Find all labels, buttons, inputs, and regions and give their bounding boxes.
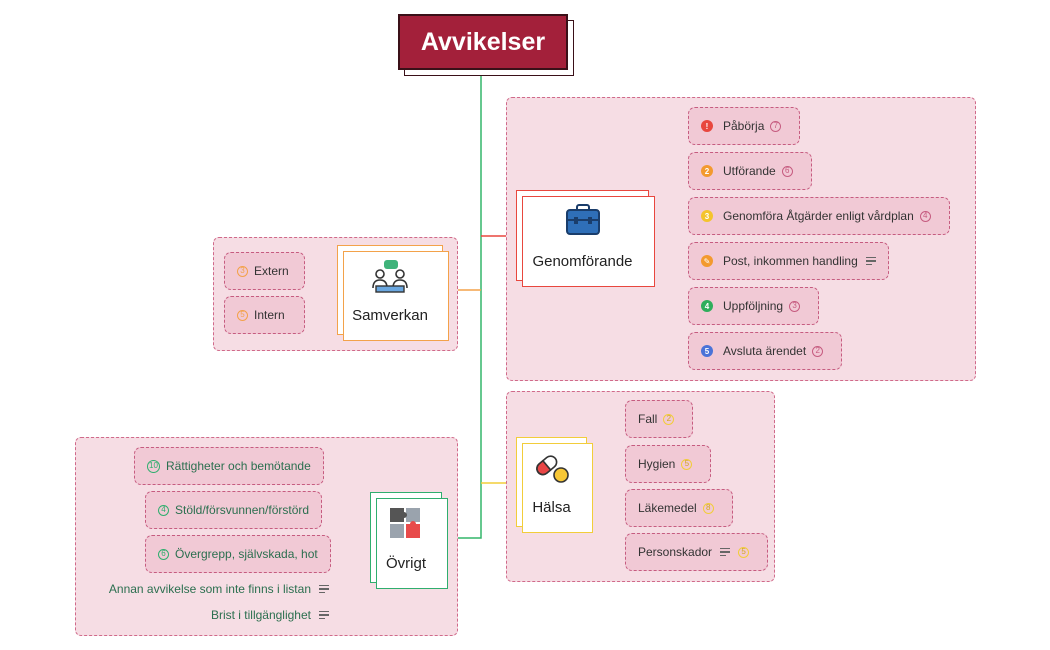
- briefcase-icon: [517, 203, 648, 237]
- subtopic-extern[interactable]: 3 Extern: [224, 252, 305, 290]
- count-badge: 3: [789, 300, 801, 312]
- subtopic-overgrepp[interactable]: 6 Övergrepp, självskada, hot: [145, 535, 331, 573]
- subtopic-label: Uppföljning: [723, 299, 784, 313]
- subtopic-label: Personskador: [638, 545, 713, 559]
- count-badge: 8: [702, 502, 714, 514]
- subtopic-avsluta[interactable]: 5 Avsluta ärendet 2: [688, 332, 843, 370]
- notes-icon[interactable]: [720, 546, 731, 558]
- subtopic-label: Extern: [254, 264, 289, 278]
- subtopic-label: Post, inkommen handling: [723, 254, 858, 268]
- count-badge: 4: [158, 504, 169, 516]
- subtopic-label: Övergrepp, självskada, hot: [175, 547, 318, 561]
- priority-icon: 3: [701, 210, 713, 222]
- subtopic-brist-tillganglighet[interactable]: Brist i tillgänglighet: [211, 608, 329, 622]
- subtopic-label: Brist i tillgänglighet: [210, 608, 311, 622]
- subtopic-personskador[interactable]: Personskador 5: [625, 533, 769, 571]
- count-badge: 5: [237, 309, 248, 321]
- subtopic-label: Avsluta ärendet: [723, 344, 807, 358]
- count-badge: 4: [919, 210, 931, 222]
- subtopic-stold[interactable]: 4 Stöld/försvunnen/förstörd: [145, 491, 323, 529]
- topic-ovrigt[interactable]: Övrigt: [370, 492, 448, 589]
- topic-halsa-label: Hälsa: [532, 499, 571, 516]
- count-badge: 5: [681, 458, 693, 470]
- root-topic[interactable]: Avvikelser: [398, 14, 568, 70]
- subtopic-pabora[interactable]: ! Påbörja 7: [688, 107, 801, 145]
- subtopic-label: Intern: [254, 308, 285, 322]
- subtopic-label: Läkemedel: [638, 501, 697, 515]
- topic-samverkan[interactable]: Samverkan: [337, 245, 449, 341]
- subtopic-genomfora-atgarder[interactable]: 3 Genomföra Åtgärder enligt vårdplan 4: [688, 197, 950, 235]
- root-label: Avvikelser: [420, 27, 546, 56]
- subtopic-lakemedel[interactable]: Läkemedel 8: [625, 489, 733, 527]
- pencil-icon: ✎: [701, 255, 713, 267]
- topic-samverkan-label: Samverkan: [352, 307, 428, 324]
- notes-icon[interactable]: [319, 609, 329, 621]
- count-badge: 6: [781, 165, 793, 177]
- subtopic-label: Hygien: [638, 457, 676, 471]
- trunk-line: [448, 70, 482, 539]
- topic-ovrigt-label: Övrigt: [385, 555, 426, 572]
- priority-icon: 2: [701, 165, 713, 177]
- subtopic-label: Genomföra Åtgärder enligt vårdplan: [723, 209, 914, 223]
- pills-icon: [517, 450, 586, 486]
- subtopic-annan-avvikelse[interactable]: Annan avvikelse som inte finns i listan: [109, 582, 329, 596]
- priority-icon: !: [701, 120, 713, 132]
- count-badge: 6: [158, 548, 169, 560]
- subtopic-label: Annan avvikelse som inte finns i listan: [108, 582, 311, 596]
- notes-icon[interactable]: [865, 255, 876, 267]
- subtopic-uppfoljning[interactable]: 4 Uppföljning 3: [688, 287, 820, 325]
- priority-icon: 4: [701, 300, 713, 312]
- subtopic-label: Påbörja: [723, 119, 765, 133]
- count-badge: 7: [770, 120, 782, 132]
- count-badge: 10: [147, 459, 160, 473]
- subtopic-post-inkommen[interactable]: ✎ Post, inkommen handling: [688, 242, 889, 280]
- subtopic-rattigheter[interactable]: 10 Rättigheter och bemötande: [134, 447, 324, 485]
- count-badge: 2: [812, 345, 824, 357]
- count-badge: 2: [663, 413, 675, 425]
- puzzle-icon: [371, 505, 441, 541]
- subtopic-label: Utförande: [723, 164, 776, 178]
- priority-icon: 5: [701, 345, 713, 357]
- subtopic-hygien[interactable]: Hygien 5: [625, 445, 712, 483]
- subtopic-fall[interactable]: Fall 2: [625, 400, 694, 438]
- subtopic-label: Rättigheter och bemötande: [166, 459, 311, 473]
- meeting-icon: [338, 258, 442, 296]
- subtopic-utforande[interactable]: 2 Utförande 6: [688, 152, 812, 190]
- topic-genomforande-label: Genomförande: [532, 253, 633, 270]
- subtopic-label: Fall: [638, 412, 658, 426]
- subtopic-intern[interactable]: 5 Intern: [224, 296, 305, 334]
- count-badge: 5: [738, 546, 750, 558]
- topic-halsa[interactable]: Hälsa: [516, 437, 593, 533]
- subtopic-label: Stöld/försvunnen/förstörd: [175, 503, 310, 517]
- notes-icon[interactable]: [319, 583, 329, 595]
- count-badge: 3: [237, 265, 248, 277]
- topic-genomforande[interactable]: Genomförande: [516, 190, 655, 287]
